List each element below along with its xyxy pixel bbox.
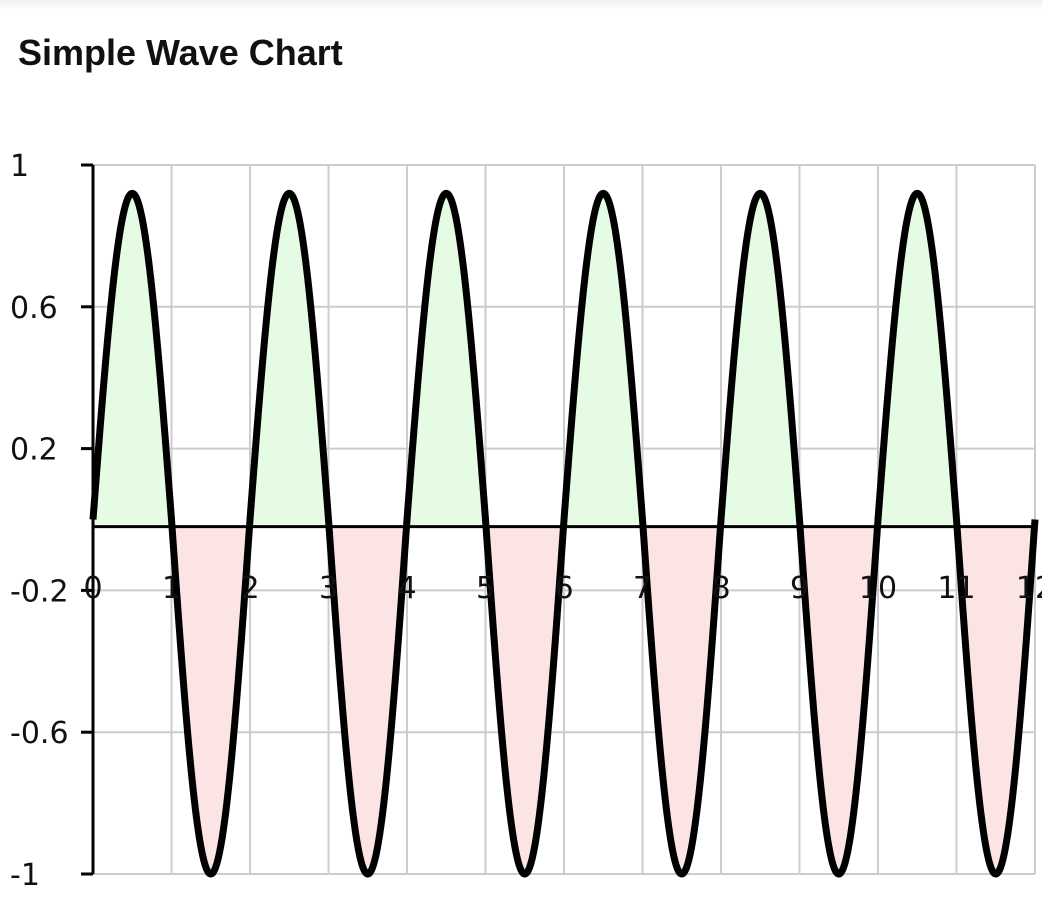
- y-tick-label: -0.6: [10, 716, 69, 751]
- top-bar: [0, 0, 1042, 10]
- x-tick-label: 1: [162, 571, 181, 606]
- x-tick-label: 5: [476, 571, 495, 606]
- y-tick-label: -0.2: [10, 574, 69, 609]
- series-lines: [89, 189, 1039, 878]
- y-tick-label: 1: [10, 149, 29, 184]
- x-tick-label: 2: [240, 571, 259, 606]
- x-tick-label: 10: [859, 571, 897, 606]
- tick-labels: 10.60.2-0.2-0.6-10123456789101112: [10, 149, 1042, 893]
- wave-series-line: [89, 189, 1039, 878]
- x-tick-label: 3: [319, 571, 338, 606]
- y-tick-label: 0.2: [10, 433, 58, 468]
- x-tick-label: 8: [711, 571, 730, 606]
- x-tick-label: 11: [937, 571, 975, 606]
- area-fills: [93, 193, 1035, 874]
- x-tick-label: 9: [790, 571, 809, 606]
- negative-area-fill: [93, 526, 1035, 874]
- y-tick-label: 0.6: [10, 291, 58, 326]
- positive-area-fill: [93, 193, 1035, 527]
- x-tick-label: 12: [1016, 571, 1042, 606]
- x-tick-label: 7: [633, 571, 652, 606]
- y-tick-label: -1: [10, 858, 40, 893]
- x-tick-label: 0: [83, 571, 102, 606]
- x-tick-label: 6: [554, 571, 573, 606]
- chart-title: Simple Wave Chart: [18, 32, 343, 73]
- x-tick-label: 4: [397, 571, 416, 606]
